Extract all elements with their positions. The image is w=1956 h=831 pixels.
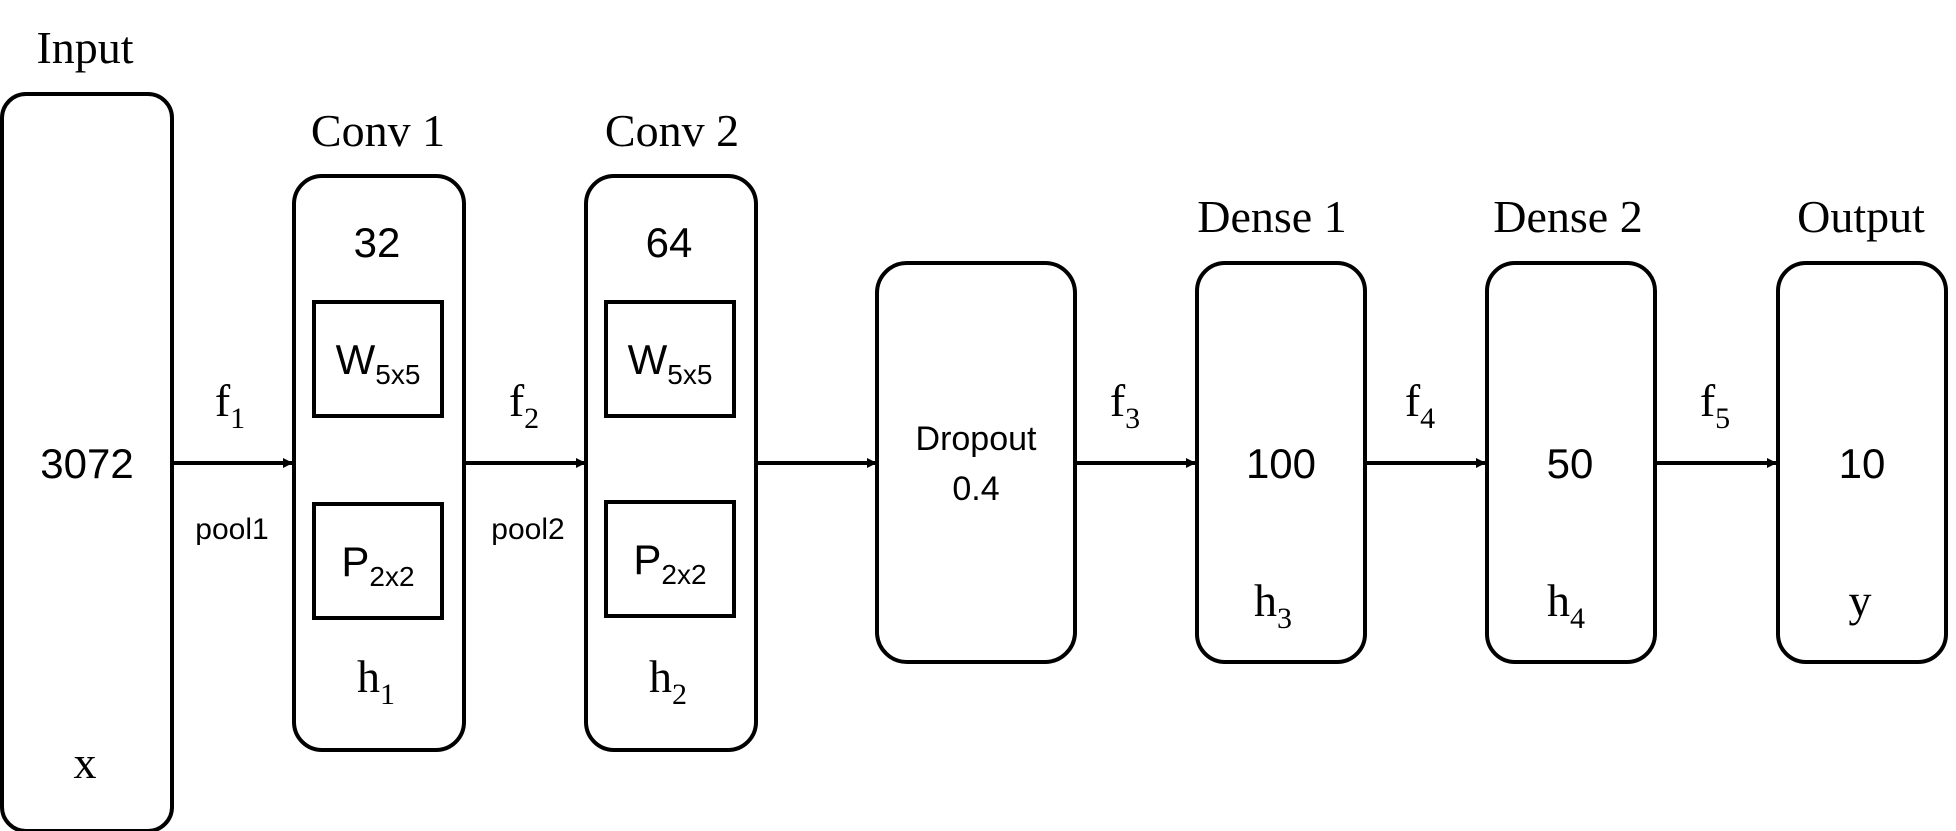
conv1-layer: Conv 1 32 W5x5 P2x2 h1 [292,105,466,752]
dense2-var: h4 [1547,575,1585,635]
conv2-pool: P2x2 [633,536,706,590]
dense1-var: h3 [1254,575,1292,635]
conv1-pool-box [312,502,444,620]
conv2-filters: 64 [646,219,693,266]
dropout-rate: 0.4 [952,470,999,508]
conv2-title: Conv 2 [605,105,739,156]
conv2-layer: Conv 2 64 W5x5 P2x2 h2 [584,105,758,752]
edge-f2: f2 pool2 [464,375,586,546]
output-units: 10 [1839,440,1886,487]
conv2-var: h2 [649,651,687,711]
dropout-label: Dropout [916,420,1038,458]
edge-f5-label: f5 [1700,375,1730,435]
edge-f4: f4 [1365,375,1486,468]
conv1-pool: P2x2 [341,538,414,592]
conv1-filters: 32 [354,219,401,266]
output-title: Output [1797,191,1925,242]
dense1-units: 100 [1246,440,1316,487]
edge-f1-note: pool1 [195,513,268,546]
dense2-layer: Dense 2 50 h4 [1485,191,1657,664]
conv2-pool-box [604,500,736,618]
output-layer: Output 10 y [1776,191,1948,664]
conv2-weight-box [604,300,736,418]
output-var: y [1849,575,1872,626]
input-var: x [74,737,97,788]
conv1-weight: W5x5 [336,336,421,390]
edge-f5: f5 [1655,375,1777,468]
edge-f3: f3 [1075,375,1196,468]
conv1-var: h1 [357,651,395,711]
edge-f1: f1 pool1 [172,375,293,546]
dropout-layer: Dropout 0.4 [875,261,1077,664]
edge-f3-label: f3 [1110,375,1140,435]
edge-f1-label: f1 [215,375,245,435]
conv2-weight: W5x5 [628,336,713,390]
dense2-title: Dense 2 [1493,191,1642,242]
edge-f4-label: f4 [1405,375,1435,435]
input-title: Input [36,22,133,73]
input-layer: Input 3072 x [0,22,174,831]
edge-f2-note: pool2 [491,513,564,546]
dropout-box [875,261,1077,664]
dense2-units: 50 [1547,440,1594,487]
conv1-title: Conv 1 [311,105,445,156]
output-box [1776,261,1948,664]
dense1-layer: Dense 1 100 h3 [1195,191,1367,664]
edge-f2-label: f2 [509,375,539,435]
conv1-weight-box [312,300,444,418]
input-units: 3072 [40,440,133,487]
dense1-title: Dense 1 [1197,191,1346,242]
